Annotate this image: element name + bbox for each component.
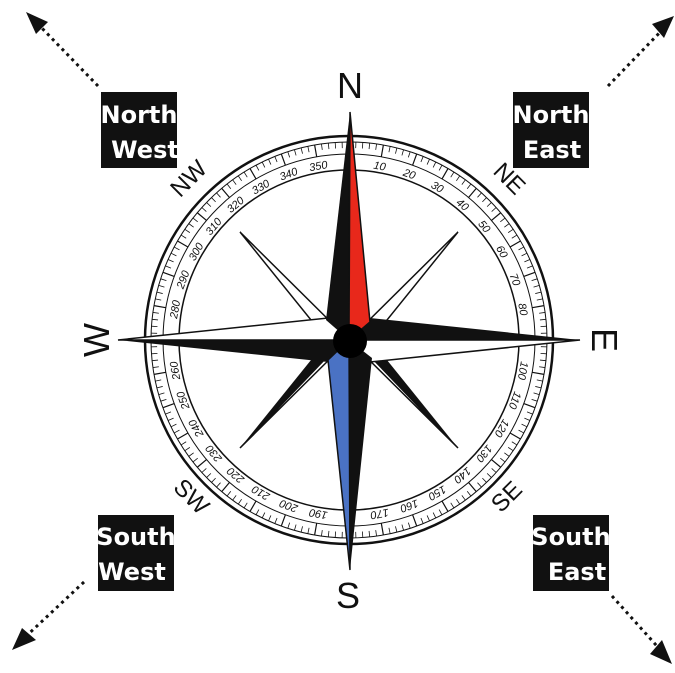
north-west-line2: West bbox=[111, 136, 179, 164]
arrowhead-north-east bbox=[652, 16, 674, 38]
arrow-north-east bbox=[608, 24, 668, 86]
label-north: N bbox=[337, 65, 363, 106]
south-west-line2: West bbox=[98, 558, 166, 586]
north-west-line1: North bbox=[101, 101, 178, 129]
south-east-line1: South bbox=[531, 523, 610, 551]
south-west-line1: South bbox=[96, 523, 175, 551]
south-east-line2: East bbox=[548, 558, 606, 586]
arrow-south-west bbox=[22, 582, 84, 640]
label-east: E bbox=[584, 328, 625, 352]
corner-label-south-west: South West bbox=[96, 515, 175, 591]
label-west: W bbox=[76, 323, 117, 357]
corner-label-north-east: North East bbox=[513, 92, 590, 168]
north-east-line2: East bbox=[523, 136, 581, 164]
corner-label-north-west: North West bbox=[101, 92, 179, 168]
arrowhead-north-west bbox=[26, 12, 48, 34]
corner-label-south-east: South East bbox=[531, 515, 610, 591]
compass-center-pivot bbox=[333, 324, 367, 358]
label-south: S bbox=[336, 575, 360, 616]
north-east-line1: North bbox=[513, 101, 590, 129]
arrow-north-west bbox=[34, 20, 98, 86]
